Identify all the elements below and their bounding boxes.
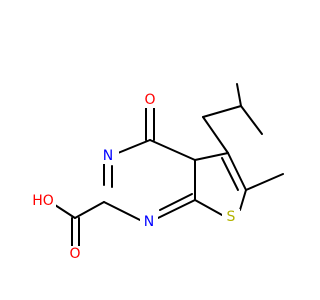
bond-c6-c5-double <box>221 157 239 191</box>
atom-carbonyl-o: O <box>69 246 80 262</box>
structure-svg: O N N S O HO <box>30 83 284 262</box>
atom-ring-n-bottom: N <box>144 214 154 230</box>
bond-c6-methyl <box>245 173 284 191</box>
atom-hydroxyl: HO <box>32 193 54 209</box>
bond-c6-c5 <box>227 152 247 191</box>
bond-c4a-c4 <box>149 139 196 161</box>
bond-c5-c4a <box>194 152 229 161</box>
bond-ch2-ch <box>202 105 242 118</box>
bond-c2-ccooh <box>74 201 105 219</box>
atom-sulfur: S <box>227 209 236 225</box>
bond-ch-ch3b <box>240 105 263 135</box>
bonds <box>54 83 284 247</box>
atom-labels: O N N S O HO <box>30 92 240 262</box>
bond-n1-c7a-double <box>159 193 193 211</box>
atom-oxo-o: O <box>144 92 155 108</box>
bond-c5-ch2 <box>202 116 229 154</box>
bond-ch-ch3a <box>236 83 242 107</box>
bond-s-c6 <box>239 189 247 211</box>
atom-ring-n-top: N <box>103 148 113 164</box>
bond-c4-n3 <box>112 139 151 156</box>
bond-c7a-s <box>194 199 223 216</box>
bond-acid-oh <box>54 204 76 219</box>
bond-n1-c7a <box>157 199 196 219</box>
molecule-diagram: O N N S O HO <box>30 83 284 262</box>
bond-c2-n1 <box>103 201 141 221</box>
